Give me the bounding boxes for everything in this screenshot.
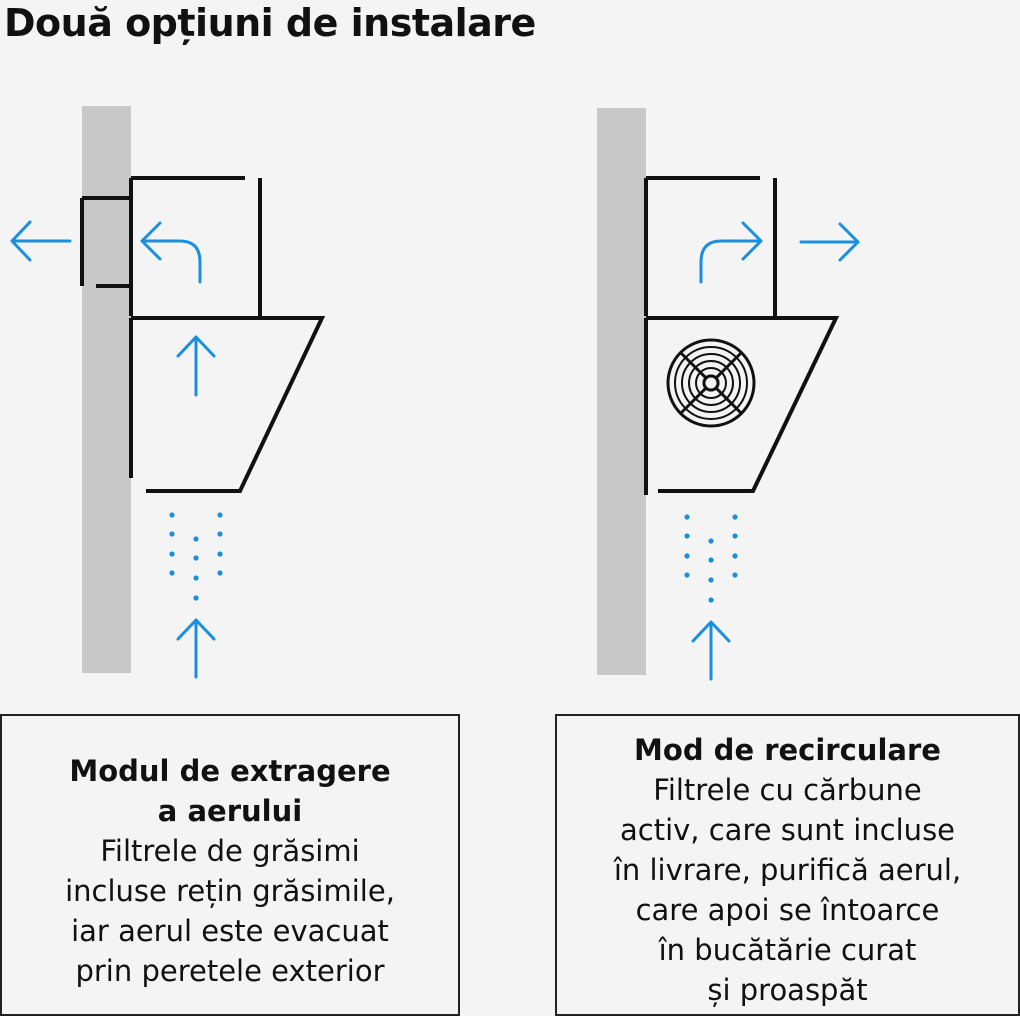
recirculation-mode-text-line: în bucătărie curat — [658, 933, 917, 967]
hood-canopy — [644, 316, 840, 495]
recirculation-mode-text-line: Filtrele cu cărbune — [653, 773, 922, 807]
extraction-mode-box: Modul de extragere a aerului Filtrele de… — [0, 714, 460, 1016]
recirculation-mode-box: Mod de recirculare Filtrele cu cărbune a… — [555, 714, 1020, 1016]
arrow-up-icon — [691, 620, 731, 681]
recirculation-mode-text-line: și proaspăt — [707, 973, 868, 1007]
airflow-dots — [169, 512, 223, 601]
wall-duct — [80, 196, 131, 288]
arrow-up-icon — [176, 335, 216, 397]
extraction-mode-text-line: iar aerul este evacuat — [71, 914, 389, 948]
arrow-left-icon — [10, 220, 72, 262]
hood-canopy — [129, 316, 326, 493]
hood-chimney — [644, 176, 777, 316]
recirculation-mode-text-line: activ, care sunt incluse — [619, 813, 956, 847]
recirculation-hood-diagram — [597, 108, 860, 681]
extraction-mode-heading-line: Modul de extragere — [69, 754, 391, 788]
extraction-hood-diagram — [10, 106, 326, 679]
extraction-mode-text-line: Filtrele de grăsimi — [100, 834, 360, 868]
installation-diagram — [10, 106, 860, 681]
extraction-mode-heading-line: a aerului — [157, 794, 303, 828]
recirculation-mode-text-line: care apoi se întoarce — [635, 893, 940, 927]
recirculation-mode-text-line: în livrare, purifică aerul, — [613, 853, 962, 887]
extraction-mode-text-line: prin peretele exterior — [75, 954, 385, 988]
extraction-mode-text-line: incluse rețin grăsimile, — [65, 874, 395, 908]
turn-right-arrow-icon — [699, 221, 763, 284]
airflow-dots — [684, 514, 738, 603]
fan-icon — [666, 338, 756, 428]
arrow-up-icon — [176, 618, 216, 679]
turn-left-arrow-icon — [140, 221, 202, 284]
arrow-right-icon — [799, 222, 860, 262]
wall — [82, 106, 131, 673]
wall — [597, 108, 646, 675]
recirculation-mode-heading-line: Mod de recirculare — [634, 733, 941, 767]
hood-chimney — [129, 176, 262, 316]
page-title: Două opțiuni de instalare — [4, 1, 536, 45]
